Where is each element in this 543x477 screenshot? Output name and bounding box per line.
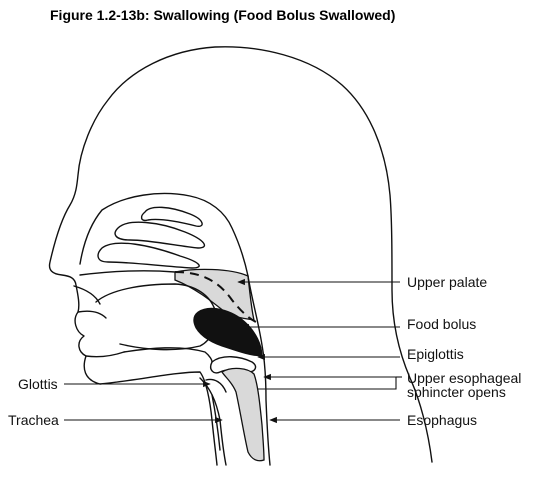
food-bolus xyxy=(193,307,263,357)
turbinate-lower xyxy=(97,242,200,269)
larynx xyxy=(199,377,227,466)
label-upper-palate: Upper palate xyxy=(407,274,487,290)
palate-dashed-outline xyxy=(174,271,257,323)
head-outline xyxy=(48,46,433,463)
neck-front xyxy=(99,371,218,466)
label-trachea: Trachea xyxy=(8,412,59,428)
turbinate-upper xyxy=(140,206,203,228)
jaw xyxy=(123,347,213,363)
figure-title: Figure 1.2-13b: Swallowing (Food Bolus S… xyxy=(50,7,396,23)
label-ues-line1: Upper esophageal xyxy=(407,370,521,386)
esophagus xyxy=(221,367,265,462)
hard-palate xyxy=(79,270,176,276)
nasal-cavity xyxy=(79,192,249,277)
pharynx-wall xyxy=(247,275,271,466)
lips-chin xyxy=(73,285,125,358)
turbinate-middle xyxy=(114,221,206,249)
label-glottis: Glottis xyxy=(18,376,58,392)
label-epiglottis: Epiglottis xyxy=(407,346,464,362)
ues-bracket-bottom xyxy=(258,377,397,390)
label-ues-line2: sphincter opens xyxy=(407,384,506,400)
label-esophagus: Esophagus xyxy=(407,412,477,428)
label-food-bolus: Food bolus xyxy=(407,316,476,332)
